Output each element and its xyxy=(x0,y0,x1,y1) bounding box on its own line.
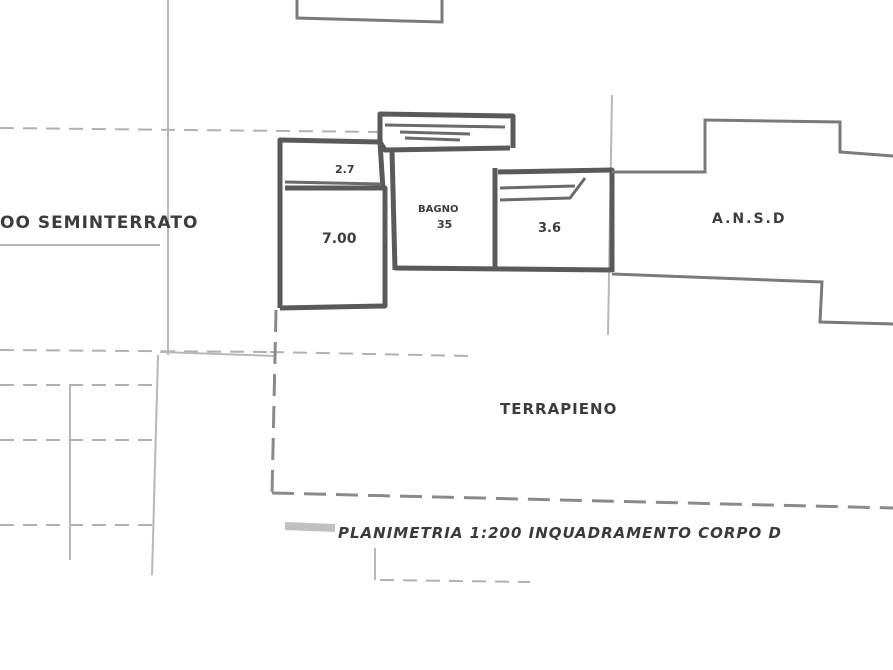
terrapieno-boundary xyxy=(270,309,893,510)
building-walls xyxy=(277,111,615,311)
room-center-title-label: BAGNO xyxy=(418,204,458,215)
bottom-area-label: TERRAPIENO xyxy=(500,400,617,418)
right-area-label: A.N.S.D xyxy=(712,211,786,227)
construction-lines xyxy=(0,0,613,583)
adjacent-building-outline xyxy=(612,118,893,174)
room-center-value-label: 35 xyxy=(437,218,452,231)
room-top-small-label: 2.7 xyxy=(335,163,355,176)
plan-caption: PLANIMETRIA 1:200 INQUADRAMENTO CORPO D xyxy=(338,524,782,542)
left-area-label: OO SEMINTERRATO xyxy=(0,213,198,233)
adjacent-building-lower xyxy=(611,272,893,326)
room-right-label: 3.6 xyxy=(538,221,561,236)
top-block-outline xyxy=(295,0,444,24)
caption-underline xyxy=(284,522,336,532)
room-a-label: 7.00 xyxy=(322,231,357,247)
